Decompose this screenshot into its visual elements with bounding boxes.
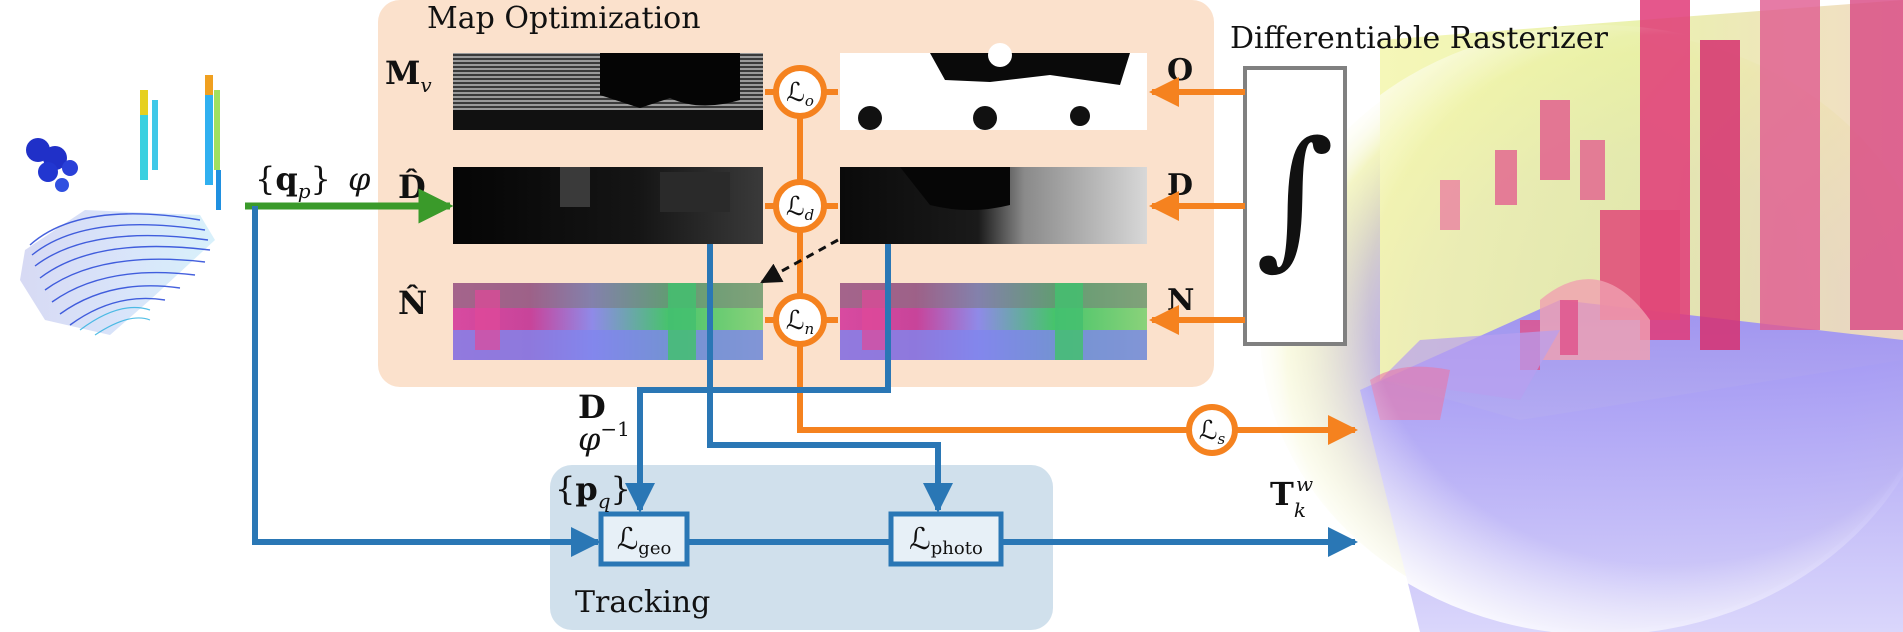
output-d-label: D	[1167, 168, 1193, 203]
pose-label: Tkw	[1270, 472, 1313, 522]
mask-image-left	[453, 53, 763, 130]
normal-loss-node: ℒn	[773, 293, 827, 347]
occupancy-loss-node: ℒo	[773, 65, 827, 119]
rendered-scene-image	[1255, 0, 1903, 632]
normal-image-left	[453, 283, 763, 360]
rasterizer-box	[1243, 66, 1347, 346]
depth-row-label: D̂	[398, 168, 426, 206]
normal-image-right	[840, 283, 1147, 360]
svg-text:ℒgeo: ℒgeo	[617, 522, 672, 559]
rasterizer-title: Differentiable Rasterizer	[1230, 21, 1609, 56]
mask-row-label: Mv	[385, 54, 432, 97]
output-o-label: O	[1167, 53, 1193, 88]
mask-image-right	[840, 43, 1147, 130]
tracking-depth-label: D	[578, 388, 606, 426]
projection-label: φ	[348, 160, 371, 198]
integral-symbol: ∫	[1256, 110, 1334, 284]
depth-loss-node: ℒd	[773, 179, 827, 233]
depth-image-left	[453, 167, 763, 244]
arrow-depth-to-geo-loss	[625, 244, 891, 513]
output-n-label: N	[1167, 283, 1194, 318]
map-optimization-title: Map Optimization	[427, 1, 701, 36]
arrow-image-to-photo-loss	[707, 244, 953, 513]
lidar-point-cloud-image	[20, 75, 221, 336]
tracking-title: Tracking	[575, 585, 710, 620]
input-points-label: {qp}	[255, 160, 331, 203]
photo-loss-box: ℒphoto	[888, 511, 1004, 567]
svg-text:ℒs: ℒs	[1199, 416, 1226, 448]
svg-text:ℒphoto: ℒphoto	[909, 522, 983, 559]
inverse-projection-label: φ−1	[578, 417, 630, 458]
svg-text:ℒn: ℒn	[786, 306, 814, 338]
smooth-loss-node: ℒs	[1186, 404, 1238, 456]
dashed-arrow-depth-to-normal	[760, 238, 839, 284]
arrow-input-to-geo-loss	[252, 206, 601, 557]
normal-row-label: N̂	[398, 284, 427, 322]
tracking-points-label: {pq}	[555, 470, 631, 513]
svg-text:ℒd: ℒd	[786, 192, 814, 224]
svg-text:ℒo: ℒo	[786, 78, 814, 110]
geo-loss-box: ℒgeo	[598, 511, 690, 567]
depth-image-right	[840, 167, 1147, 244]
